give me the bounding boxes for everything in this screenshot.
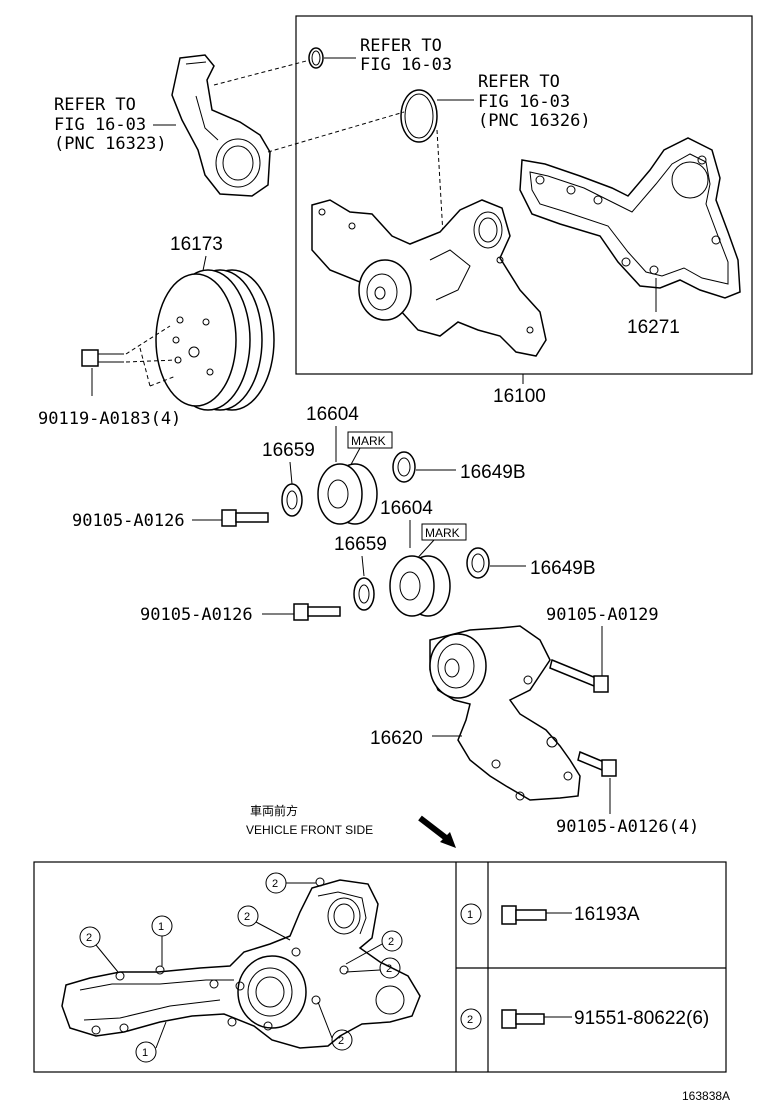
water-inlet-pipe	[171, 54, 271, 197]
legend-row-2-part: 91551-80622(6)	[574, 1008, 709, 1029]
mark1-label: MARK	[351, 434, 386, 448]
bracket-bolt4-label: 90105-A0126(4)	[556, 817, 699, 837]
refer-top-line1: REFER TO	[360, 36, 442, 56]
direction-en: VEHICLE FRONT SIDE	[246, 823, 373, 837]
idler-pulley-2	[389, 555, 451, 617]
refer-left: REFER TO FIG 16-03 (PNC 16323)	[54, 95, 167, 154]
o-ring-large	[400, 89, 438, 143]
mark2-label: MARK	[425, 526, 460, 540]
svg-text:2: 2	[338, 1035, 344, 1047]
water-pump-body	[311, 199, 547, 357]
bracket-label: 16620	[370, 728, 423, 749]
front-arrow-icon	[418, 815, 456, 848]
plate2-label: 16649B	[530, 558, 596, 579]
svg-text:2: 2	[272, 878, 278, 890]
bolt2-label: 90105-A0126	[140, 605, 253, 625]
refer-mid-line2: FIG 16-03	[478, 92, 570, 112]
direction-jp: 車両前方	[250, 803, 298, 818]
bolt1-label: 90105-A0126	[72, 511, 185, 531]
svg-text:1: 1	[158, 921, 164, 933]
legend-row-1: 1 16193A	[460, 903, 640, 925]
refer-mid-line3: (PNC 16326)	[478, 111, 591, 131]
plate1-label: 16649B	[460, 462, 526, 483]
callout-2-left: 2	[79, 926, 119, 973]
callout-1-bottom: 1	[135, 1021, 167, 1063]
o-ring-small	[308, 47, 324, 69]
washer-1	[281, 483, 303, 517]
mark1-box	[347, 431, 393, 449]
legend-row-2: 2 91551-80622(6)	[460, 1008, 709, 1030]
legend-row-2-num: 2	[467, 1014, 473, 1026]
washer-2	[353, 577, 375, 611]
bracket-bolt-label: 90105-A0129	[546, 605, 659, 625]
callout-2-right: 2	[345, 930, 403, 965]
bolt-2	[293, 603, 341, 621]
pulley-bolt-label: 90119-A0183(4)	[38, 409, 181, 429]
svg-text:1: 1	[142, 1047, 148, 1059]
figure-id: 163838A	[682, 1089, 730, 1103]
svg-text:2: 2	[386, 963, 392, 975]
refer-top: REFER TO FIG 16-03	[360, 36, 452, 75]
washer1-label: 16659	[262, 440, 315, 461]
idler1-label: 16604	[306, 404, 359, 425]
refer-left-line2: FIG 16-03	[54, 115, 146, 135]
refer-mid-line1: REFER TO	[478, 72, 560, 92]
callout-1-top: 1	[151, 915, 173, 966]
refer-left-line1: REFER TO	[54, 95, 136, 115]
refer-top-line2: FIG 16-03	[360, 55, 452, 75]
idler-pulley-1	[317, 463, 378, 525]
tensioner-bracket	[429, 625, 581, 801]
pulley-label: 16173	[170, 234, 223, 255]
bracket-bolt	[549, 658, 609, 693]
plate-2	[466, 547, 490, 579]
detail-box	[33, 861, 727, 1073]
svg-text:2: 2	[244, 911, 250, 923]
svg-text:2: 2	[388, 936, 394, 948]
washer2-label: 16659	[334, 534, 387, 555]
pump-overview	[61, 877, 421, 1049]
pulley-bolt	[81, 349, 124, 367]
mark2-box	[421, 523, 467, 541]
water-pump-pulley	[155, 269, 275, 411]
idler2-label: 16604	[380, 498, 433, 519]
pump-assy-label: 16100	[493, 386, 546, 407]
callout-2-mid: 2	[237, 905, 291, 941]
bolt-1	[221, 509, 269, 527]
refer-mid: REFER TO FIG 16-03 (PNC 16326)	[478, 72, 591, 131]
callout-2-bottom: 2	[317, 1001, 353, 1051]
gasket-label: 16271	[627, 317, 680, 338]
callout-2-top: 2	[265, 872, 316, 894]
legend-row-1-num: 1	[467, 909, 473, 921]
refer-left-line3: (PNC 16323)	[54, 134, 167, 154]
gasket	[519, 137, 741, 299]
plate-1	[392, 451, 416, 483]
pump-assembly-frame	[295, 15, 753, 375]
svg-text:2: 2	[86, 932, 92, 944]
bracket-bolt-4	[577, 750, 617, 777]
legend-row-1-part: 16193A	[574, 904, 640, 925]
callout-2-right-lower: 2	[345, 957, 401, 979]
